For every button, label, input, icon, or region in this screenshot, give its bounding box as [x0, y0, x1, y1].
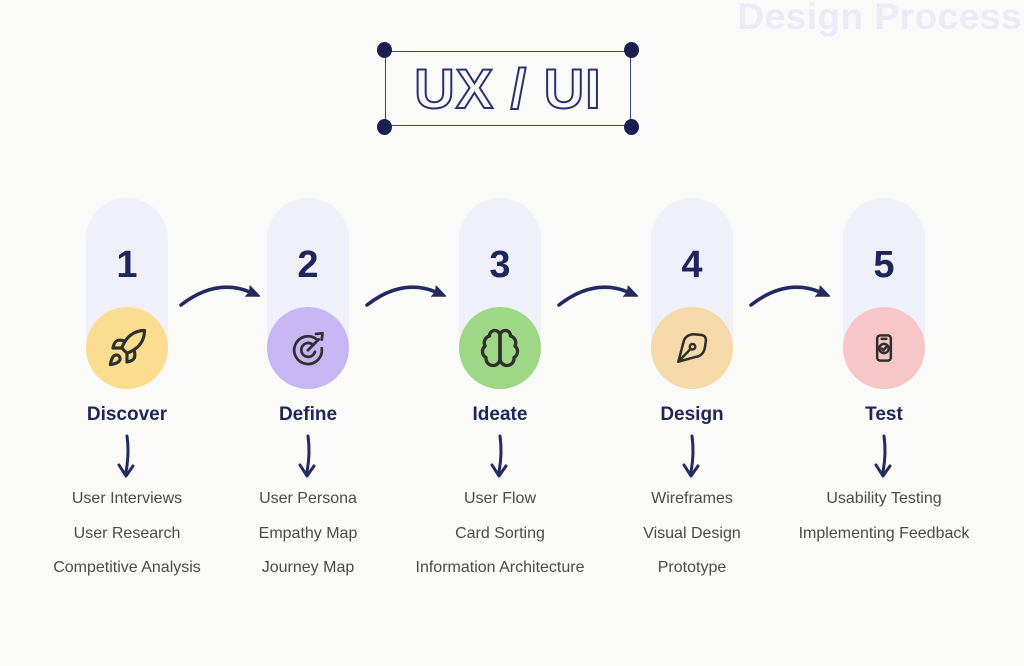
down-arrow-icon [298, 434, 316, 478]
down-arrow-icon [117, 434, 135, 478]
step-number: 2 [297, 244, 319, 286]
logo-text: UX / UI [413, 56, 602, 121]
list-item: Journey Map [261, 559, 355, 576]
down-arrow-icon [490, 434, 508, 478]
step-number: 4 [681, 244, 703, 286]
step-icon-circle [86, 307, 168, 389]
pen-nib-icon [677, 333, 708, 363]
step-number: 3 [489, 244, 511, 286]
step-column-ideate: 3 Ideate User Flow Card Sorting Informat… [400, 0, 600, 666]
step-number: 5 [873, 244, 895, 286]
logo-frame: UX / UI [377, 42, 639, 135]
dart-target-icon [292, 331, 324, 366]
step-column-discover: 1 Discover User Interviews User Research… [27, 0, 227, 666]
step-items: Usability Testing Implementing Feedback [774, 482, 994, 551]
flow-arrow-icon [365, 284, 446, 307]
frame-handle-icon [377, 42, 392, 58]
step-icon-circle [651, 307, 733, 389]
list-item: Empathy Map [258, 524, 358, 542]
step-items: User Persona Empathy Map Journey Map [198, 482, 418, 586]
step-column-design: 4 Design Wireframes Visual Design Protot… [592, 0, 792, 666]
step-label: Test [865, 404, 903, 425]
frame-handle-icon [624, 42, 639, 58]
frame-handle-icon [377, 119, 392, 135]
step-items: User Interviews User Research Competitiv… [17, 482, 237, 586]
phone-check-icon [875, 334, 893, 362]
list-item: Usability Testing [826, 490, 942, 507]
step-label: Design [660, 404, 724, 425]
step-icon-circle [267, 307, 349, 389]
list-item: Wireframes [651, 490, 733, 507]
list-item: Implementing Feedback [798, 524, 970, 542]
down-arrow-icon [874, 434, 892, 478]
rocket-icon [108, 328, 147, 367]
step-items: User Flow Card Sorting Information Archi… [390, 482, 610, 586]
list-item: User Flow [463, 490, 536, 507]
list-item: User Persona [259, 490, 357, 507]
flow-arrow-icon [557, 284, 638, 307]
step-column-test: 5 Test Usability Testing Implementing Fe… [784, 0, 984, 666]
step-column-define: 2 Define User Persona Empathy Map Journe… [208, 0, 408, 666]
watermark-title: Design Process [737, 0, 1022, 37]
frame-handle-icon [624, 119, 639, 135]
list-item: User Research [73, 524, 181, 542]
list-item: User Interviews [71, 490, 183, 507]
step-icon-circle [843, 307, 925, 389]
step-items: Wireframes Visual Design Prototype [582, 482, 802, 586]
list-item: Information Architecture [415, 559, 585, 576]
list-item: Prototype [657, 559, 727, 576]
brain-icon [480, 328, 520, 368]
list-item: Card Sorting [455, 524, 545, 542]
step-number: 1 [116, 244, 138, 286]
list-item: Competitive Analysis [53, 559, 201, 576]
down-arrow-icon [682, 434, 700, 478]
step-label: Ideate [472, 404, 528, 425]
flow-arrow-icon [749, 284, 830, 307]
flow-arrow-icon [179, 284, 260, 307]
step-label: Discover [86, 404, 168, 425]
step-icon-circle [459, 307, 541, 389]
step-label: Define [278, 404, 338, 425]
list-item: Visual Design [643, 524, 741, 542]
